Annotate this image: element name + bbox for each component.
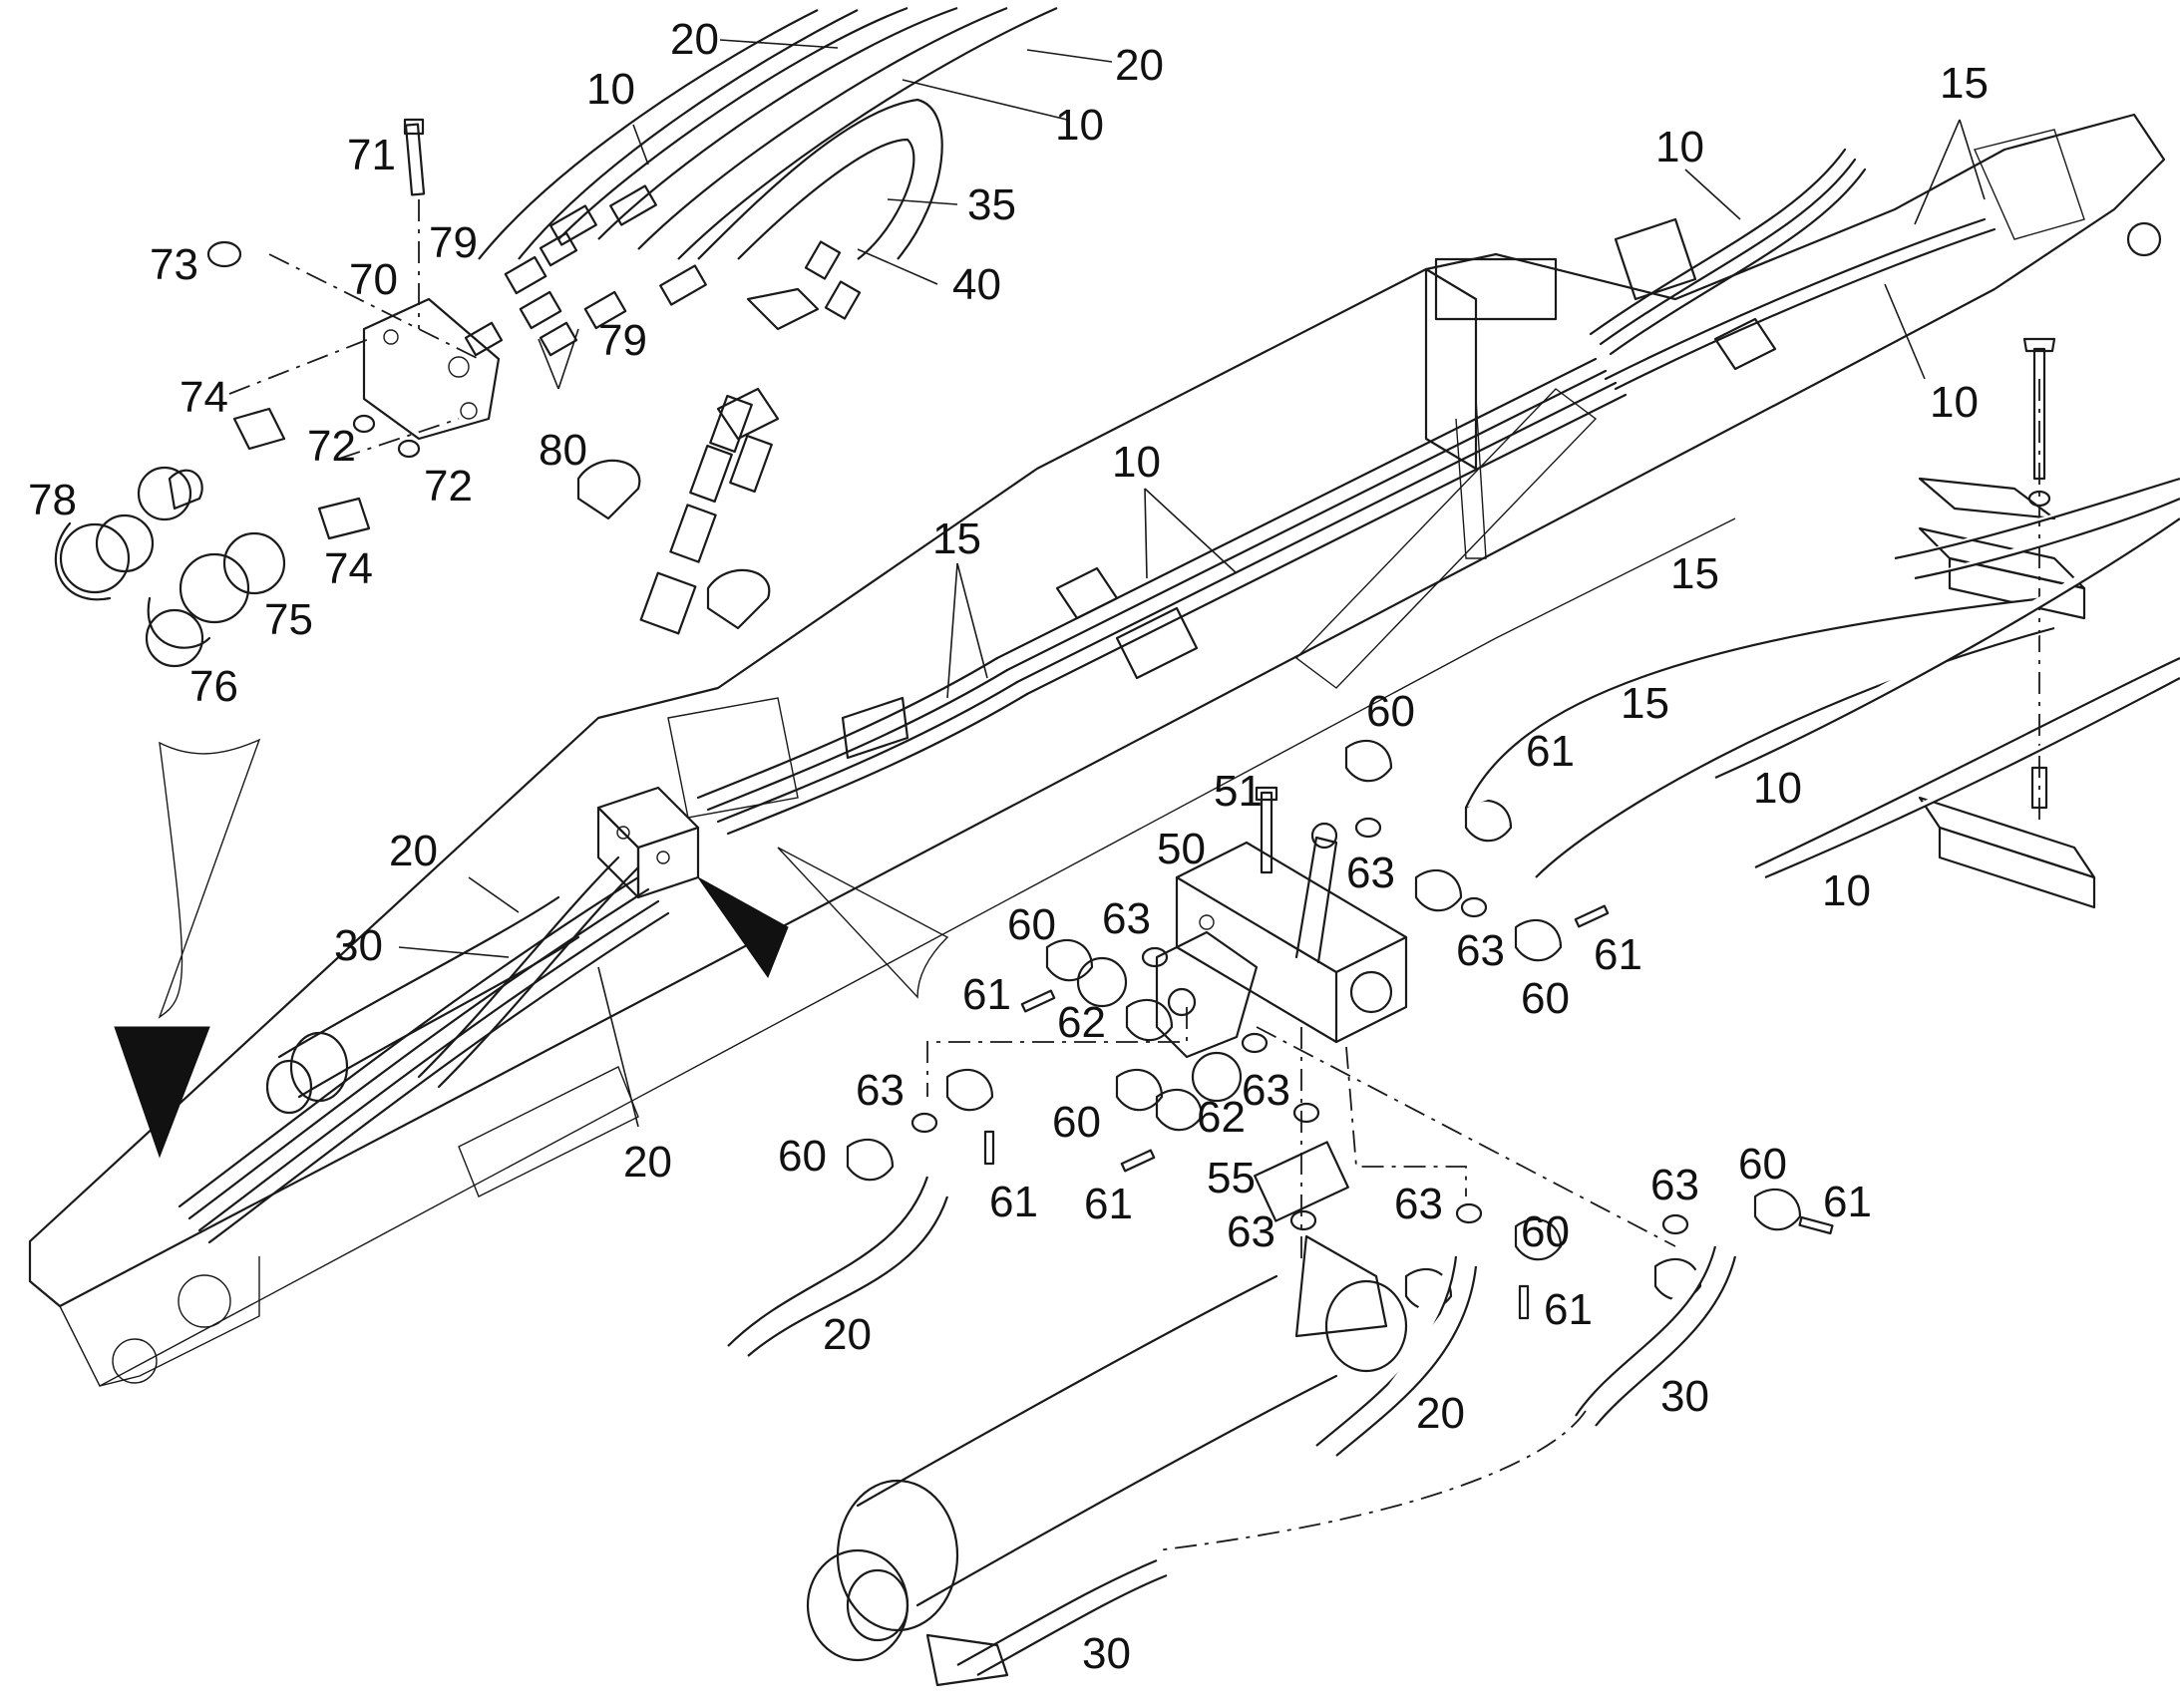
label-61: 61	[1594, 930, 1642, 979]
label-80: 80	[539, 426, 587, 475]
dashed-connection-lines	[228, 199, 2040, 1551]
stick-cylinder	[806, 1141, 1408, 1687]
o-rings-and-bolts	[910, 755, 1834, 1320]
label-75: 75	[264, 595, 313, 644]
label-60: 60	[1521, 1207, 1570, 1256]
arrow-left-icon	[697, 876, 789, 979]
label-63: 63	[1650, 1161, 1699, 1209]
fittings-and-adapters	[464, 184, 862, 635]
label-72: 72	[424, 462, 473, 511]
label-76: 76	[189, 662, 238, 711]
label-63: 63	[1242, 1066, 1290, 1115]
label-62: 62	[1197, 1093, 1246, 1142]
label-55: 55	[1207, 1154, 1256, 1202]
label-30: 30	[1082, 1629, 1131, 1678]
label-15: 15	[1940, 59, 1989, 108]
label-63: 63	[1227, 1207, 1275, 1256]
label-10: 10	[1055, 101, 1104, 150]
boom-cylinder-left	[265, 895, 580, 1115]
label-70: 70	[349, 255, 398, 304]
label-72: 72	[307, 422, 356, 471]
hose-clamp-brackets	[841, 317, 1777, 760]
manifold-block-70	[54, 118, 501, 668]
label-15: 15	[1621, 679, 1669, 728]
boom-structure	[28, 113, 2166, 1387]
label-20: 20	[823, 1310, 872, 1359]
label-10: 10	[1822, 866, 1871, 915]
label-61: 61	[1823, 1178, 1872, 1226]
label-20: 20	[1416, 1389, 1465, 1438]
right-hoses	[1464, 477, 2180, 879]
label-10: 10	[1753, 764, 1802, 813]
label-61: 61	[1084, 1180, 1133, 1228]
label-60: 60	[1052, 1098, 1101, 1147]
label-10: 10	[1655, 123, 1704, 171]
label-60: 60	[1521, 974, 1570, 1023]
label-20: 20	[670, 15, 719, 64]
label-60: 60	[1738, 1140, 1787, 1189]
label-61: 61	[989, 1178, 1038, 1226]
label-10: 10	[1112, 438, 1161, 487]
label-20: 20	[389, 827, 438, 875]
label-15: 15	[932, 514, 981, 563]
label-74: 74	[324, 544, 373, 593]
label-40: 40	[952, 260, 1001, 309]
label-10: 10	[586, 65, 635, 114]
label-79: 79	[598, 316, 647, 365]
label-60: 60	[1366, 687, 1415, 736]
label-62: 62	[1057, 998, 1106, 1047]
label-79: 79	[429, 218, 478, 267]
label-35: 35	[967, 180, 1016, 229]
label-50: 50	[1157, 825, 1206, 873]
label-63: 63	[1394, 1180, 1443, 1228]
valve-block-50	[1155, 786, 1408, 1059]
lower-hoses	[727, 1176, 1737, 1676]
arrow-down-icon	[114, 1026, 210, 1159]
label-63: 63	[1346, 849, 1395, 897]
label-74: 74	[180, 373, 228, 422]
view-arrows	[114, 738, 949, 1159]
label-61: 61	[1526, 727, 1575, 776]
label-10: 10	[1930, 378, 1979, 427]
top-hoses-exploded	[478, 6, 1058, 260]
label-63: 63	[1456, 926, 1505, 975]
leader-lines	[398, 39, 1986, 1128]
label-61: 61	[1544, 1285, 1593, 1334]
label-60: 60	[1007, 900, 1056, 949]
label-30: 30	[1660, 1372, 1709, 1421]
label-20: 20	[623, 1138, 672, 1187]
label-78: 78	[28, 476, 77, 524]
label-71: 71	[347, 131, 396, 179]
label-61: 61	[962, 970, 1011, 1019]
label-51: 51	[1214, 767, 1263, 816]
label-63: 63	[856, 1066, 905, 1115]
label-20: 20	[1115, 41, 1164, 90]
clamp-plates-right	[1918, 337, 2096, 909]
label-60: 60	[778, 1132, 827, 1181]
label-15: 15	[1670, 549, 1719, 598]
callout-labels: 20 10 20 10 71 79 35 73 70 40 79 74 72 8…	[28, 15, 1989, 1678]
rotator-valve-block	[596, 786, 700, 899]
label-63: 63	[1102, 894, 1151, 943]
label-30: 30	[334, 921, 383, 970]
label-73: 73	[150, 240, 198, 289]
